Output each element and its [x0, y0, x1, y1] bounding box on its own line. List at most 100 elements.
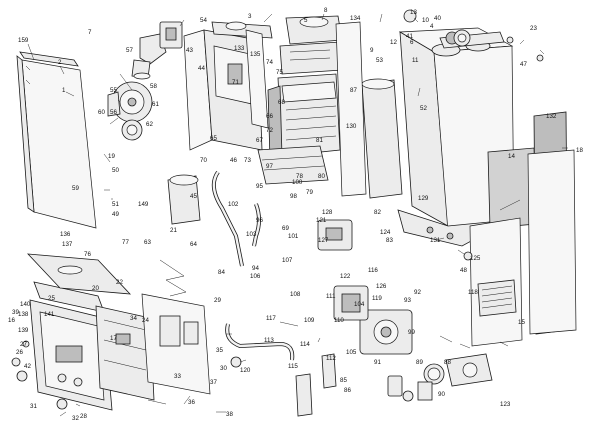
callout-label: 48 [460, 267, 467, 274]
callout-label: 8 [324, 7, 328, 14]
callout-label: 63 [144, 239, 151, 246]
callout-label: 13 [410, 9, 417, 16]
callout-label: 125 [470, 255, 481, 262]
callout-label: 28 [80, 413, 87, 420]
expansion-vessel [361, 78, 403, 199]
callout-label: 75 [276, 69, 283, 76]
return-pipe [225, 323, 295, 361]
callout-label: 31 [30, 403, 37, 410]
callout-label: 83 [386, 237, 393, 244]
callout-label: 113 [264, 337, 274, 344]
callout-label: 110 [334, 317, 344, 324]
callout-label: 149 [138, 201, 149, 208]
callout-label: 50 [112, 167, 119, 174]
callout-label: 118 [468, 289, 478, 296]
callout-label: 12 [390, 39, 397, 46]
callout-label: 94 [252, 265, 259, 272]
callout-label: 67 [256, 137, 263, 144]
callout-label: 30 [220, 365, 227, 372]
callout-label: 129 [418, 195, 429, 202]
gas-inlet-cock [417, 381, 433, 401]
callout-label: 39 [12, 309, 19, 316]
callout-label: 33 [174, 373, 181, 380]
callout-label: 61 [152, 101, 159, 108]
callout-label: 74 [266, 59, 273, 66]
top-fittings [403, 9, 471, 47]
callout-label: 34 [130, 315, 137, 322]
callout-label: 141 [44, 311, 55, 318]
callout-label: 114 [300, 341, 310, 348]
callout-label: 135 [250, 51, 261, 58]
callout-label: 101 [288, 233, 299, 240]
callout-label: 107 [282, 257, 293, 264]
callout-label: 35 [216, 347, 223, 354]
callout-label: 136 [60, 231, 71, 238]
callout-label: 72 [266, 127, 273, 134]
callout-label: 139 [18, 327, 29, 334]
callout-label: 15 [518, 319, 525, 326]
callout-label: 51 [112, 201, 119, 208]
callout-label: 126 [376, 283, 387, 290]
callout-label: 65 [210, 135, 217, 142]
callout-label: 66 [266, 113, 273, 120]
callout-label: 18 [576, 147, 583, 154]
callout-label: 24 [142, 317, 149, 324]
callout-label: 57 [126, 47, 133, 54]
callout-label: 137 [62, 241, 73, 248]
callout-label: 54 [200, 17, 207, 24]
callout-label: 62 [146, 121, 153, 128]
callout-label: 108 [290, 291, 301, 298]
right-side-panel [527, 149, 577, 335]
callout-label: 53 [376, 57, 383, 64]
callout-label: 6 [410, 39, 414, 46]
callout-label: 1 [62, 87, 66, 94]
callout-label: 11 [412, 57, 419, 64]
callout-label: 46 [230, 157, 237, 164]
callout-label: 56 [110, 109, 117, 116]
flue-elbow [131, 33, 167, 80]
callout-label: 36 [188, 399, 195, 406]
callout-label: 49 [112, 211, 119, 218]
callout-label: 70 [200, 157, 207, 164]
callout-label: 102 [228, 201, 239, 208]
burner [257, 145, 329, 185]
callout-label: 7 [88, 29, 92, 36]
pcb-board [95, 305, 155, 401]
callout-label: 78 [296, 173, 303, 180]
siphon-condensate-hose [159, 259, 187, 297]
callout-label: 93 [404, 297, 411, 304]
callout-label: 138 [18, 311, 29, 318]
callout-label: 84 [218, 269, 225, 276]
flue-hood [285, 15, 343, 45]
pressure-gauge [423, 363, 445, 385]
callout-label: 97 [266, 163, 273, 170]
callout-label: 159 [18, 37, 29, 44]
callout-label: 120 [240, 367, 251, 374]
gas-pipe [252, 203, 261, 247]
callout-label: 10 [422, 17, 429, 24]
callout-label: 22 [116, 279, 123, 286]
flow-pipe [211, 170, 244, 267]
callout-label: 77 [122, 239, 129, 246]
callout-label: 106 [250, 273, 261, 280]
callout-label: 130 [346, 123, 357, 130]
heat-exchanger [267, 73, 341, 161]
electrical-box-rear [141, 293, 211, 395]
callout-label: 42 [24, 363, 31, 370]
callout-label: 60 [98, 109, 105, 116]
callout-label: 58 [150, 83, 157, 90]
callout-label: 81 [316, 137, 323, 144]
callout-label: 88 [444, 359, 451, 366]
callout-label: 9 [370, 47, 374, 54]
casing-top-rail [19, 51, 79, 67]
callout-label: 19 [108, 153, 115, 160]
fan-assembly [107, 81, 153, 141]
callout-label: 89 [416, 359, 423, 366]
callout-label: 52 [420, 105, 427, 112]
callout-label: 17 [110, 335, 117, 342]
callout-label: 43 [186, 47, 193, 54]
callout-label: 71 [232, 79, 239, 86]
plate-heat-exchanger [477, 279, 517, 317]
callout-label: 14 [508, 153, 515, 160]
callout-label: 117 [266, 315, 276, 322]
